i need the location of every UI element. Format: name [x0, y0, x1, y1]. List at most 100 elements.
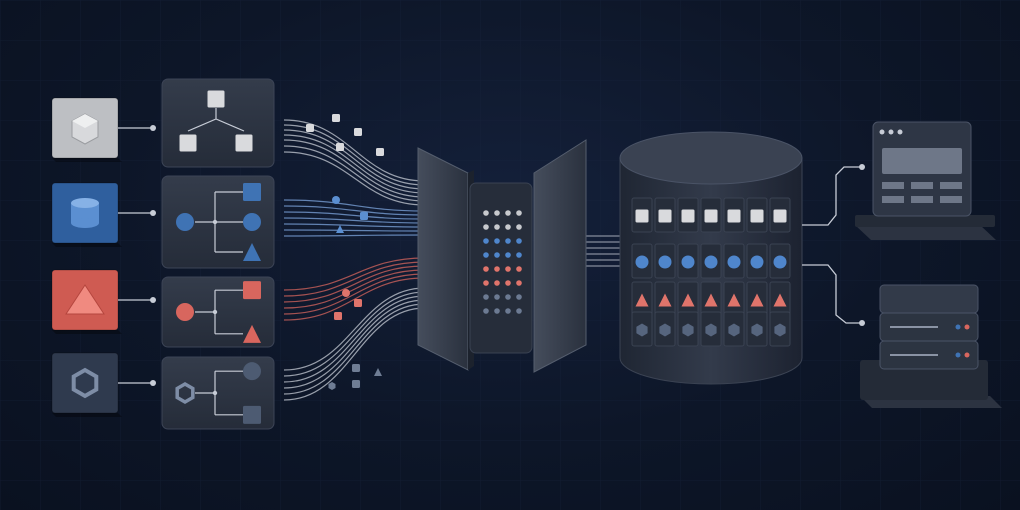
flow-line-gray [283, 124, 426, 186]
cylinder-icon [71, 198, 99, 228]
processor-dot-red [516, 266, 522, 272]
flow-line-blue [283, 205, 426, 216]
processor-dot-red [494, 266, 500, 272]
flow-line-blue [283, 229, 426, 232]
database-item-blue [635, 255, 649, 269]
processor-dot-red [494, 280, 500, 286]
particle-gray [376, 148, 384, 156]
processor-dot-gray [494, 224, 500, 230]
database-item-red [773, 293, 787, 307]
database-top [619, 131, 803, 185]
connector-to-server [802, 264, 862, 324]
processor-dot-blue [516, 252, 522, 258]
output-column [802, 121, 1002, 408]
flow-line-blue [283, 211, 426, 220]
database-item-gray [727, 209, 741, 223]
flow-line-gray [283, 119, 426, 182]
tree-child-node [243, 213, 261, 231]
source-block-shadow [52, 413, 122, 417]
flow-line-dark [283, 303, 426, 395]
particle-gray [354, 128, 362, 136]
source-block [51, 352, 119, 414]
processor-dot-blue [505, 238, 511, 244]
connector-dot-server [859, 320, 865, 326]
database-item-gray [681, 209, 695, 223]
database-item-dark [659, 323, 671, 337]
flow-line-dark [283, 307, 426, 401]
particle-dark [328, 382, 336, 390]
database-item-gray [704, 209, 718, 223]
database-cylinder [619, 131, 803, 385]
flow-line-gray [283, 134, 426, 194]
flow-line-red [283, 265, 426, 303]
database-item-gray [750, 209, 764, 223]
processor-dot-red [483, 280, 489, 286]
processor-dot-blue [483, 252, 489, 258]
tree-child-node [235, 134, 253, 152]
database-item-dark [682, 323, 694, 337]
processor-dot-dark [483, 308, 489, 314]
triangle-icon [65, 284, 105, 315]
tree-child-node [179, 134, 197, 152]
database-item-red [681, 293, 695, 307]
processor-dot-dark [494, 308, 500, 314]
processor-dot-red [516, 280, 522, 286]
tree-root-node [175, 381, 195, 405]
database-item-blue [773, 255, 787, 269]
database-grid [631, 197, 791, 347]
processor-dot-dark [494, 294, 500, 300]
processor-dot-dark [516, 294, 522, 300]
database-item-red [658, 293, 672, 307]
database-item-red [727, 293, 741, 307]
database-item-blue [704, 255, 718, 269]
processor-dot-blue [494, 238, 500, 244]
flow-line-red [283, 273, 426, 315]
flow-line-gray [283, 151, 426, 206]
tree-child-node [243, 281, 261, 300]
database-item-red [750, 293, 764, 307]
database-item-dark [705, 323, 717, 337]
particle-gray [336, 143, 344, 151]
tree-child-node [243, 324, 261, 343]
schema-panel-3 [161, 276, 275, 348]
database-item-gray [635, 209, 649, 223]
processor-dot-gray [516, 210, 522, 216]
database-item-blue [727, 255, 741, 269]
processor-dot-gray [494, 210, 500, 216]
database-item-dark [728, 323, 740, 337]
source-column [51, 97, 156, 417]
flow-line-blue [283, 234, 426, 237]
hexagon-icon [71, 367, 99, 399]
processor-dot-red [505, 266, 511, 272]
particle-dark [352, 364, 360, 372]
database-item-blue [750, 255, 764, 269]
processor-dot-gray [516, 224, 522, 230]
flow-line-blue [283, 199, 426, 212]
connector-to-app [802, 166, 862, 226]
processor-dot-gray [505, 210, 511, 216]
schema-panel-4 [161, 356, 275, 430]
database-item-dark [636, 323, 648, 337]
flow-line-dark [283, 295, 426, 383]
processor-dot-red [483, 266, 489, 272]
gate-left-wall [417, 147, 469, 371]
server-icon [860, 284, 1002, 408]
particle-red [354, 299, 362, 307]
source-connector-dot [150, 210, 156, 216]
processor-dot-blue [505, 252, 511, 258]
flow-line-gray [283, 129, 426, 190]
flow-line-blue [283, 223, 426, 228]
source-connector-dot [150, 297, 156, 303]
connector-dot-app [859, 164, 865, 170]
processor-dot-gray [483, 224, 489, 230]
schema-panel-2 [161, 175, 275, 269]
particle-blue [336, 225, 344, 233]
gate-core [469, 182, 533, 354]
gate-right-wall [533, 139, 587, 373]
processor-dot-blue [483, 238, 489, 244]
tree-child-node [243, 183, 261, 201]
source-block-shadow [52, 158, 122, 162]
source-connector-dot [150, 125, 156, 131]
